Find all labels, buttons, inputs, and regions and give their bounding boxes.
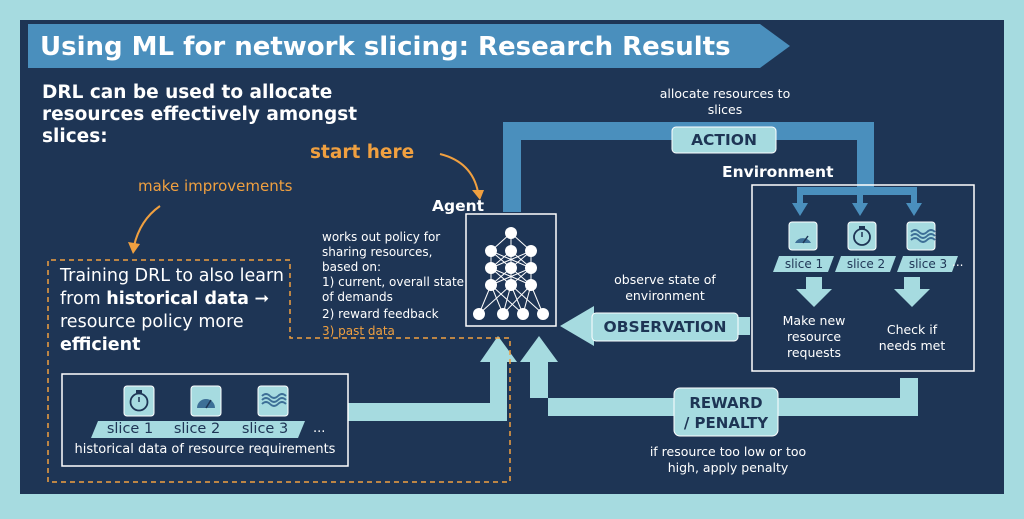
check-needs-arrow <box>894 277 930 307</box>
env-slice-3-label: slice 3 <box>908 257 948 271</box>
make-requests-arrow <box>796 277 832 307</box>
action-label: ACTION <box>691 131 757 149</box>
agent-label: Agent <box>432 197 485 215</box>
hist-slice-more: ... <box>313 421 326 436</box>
start-here-label: start here <box>310 142 415 163</box>
training-text-part-1: Training DRL to also learn from <box>60 266 284 309</box>
training-text-bold-1: historical data <box>106 289 249 309</box>
hist-slice-2-tag <box>158 421 237 438</box>
neural-network-icon <box>473 227 549 320</box>
action-caption: allocate resources to slices <box>659 86 791 117</box>
observation-pill <box>591 312 739 342</box>
hist-slice-2-label: slice 2 <box>173 421 221 437</box>
subtitle: DRL can be used to allocate resources ef… <box>42 82 358 147</box>
observation-caption: observe state of environment <box>614 272 716 303</box>
agent-policy-intro: works out policy for sharing resources, … <box>322 230 441 274</box>
env-slice-1-tag <box>773 256 834 272</box>
agent-policy-item-1: 1) current, overall state of demands <box>322 275 465 304</box>
reward-label-line-1: REWARD <box>689 394 763 412</box>
start-here-arrow <box>439 153 479 193</box>
reward-arrow <box>520 336 918 416</box>
training-text: Training DRL to also learn from historic… <box>60 265 300 357</box>
env-slice-2-label: slice 2 <box>846 257 886 271</box>
env-slice-3-icon <box>906 221 936 251</box>
environment-box <box>751 184 975 372</box>
observation-label: OBSERVATION <box>603 318 727 336</box>
env-slice-2-tag <box>835 256 896 272</box>
hist-slice-2-icon <box>190 385 222 417</box>
training-box <box>47 259 511 483</box>
training-arrow-icon: ➞ <box>248 289 270 309</box>
reward-label-line-2: / PENALTY <box>683 414 769 432</box>
hist-slice-3-label: slice 3 <box>241 421 289 437</box>
agent-policy-text: works out policy for sharing resources, … <box>322 230 472 339</box>
make-improvements-arrow <box>133 205 161 247</box>
hist-slice-3-icon <box>257 385 289 417</box>
agent-policy-item-3: 3) past data <box>322 324 395 338</box>
agent-policy-item-2: 2) reward feedback <box>322 307 439 321</box>
make-new-requests-text: Make new resource requests <box>782 313 846 360</box>
reward-pill <box>673 387 779 437</box>
hist-slice-1-label: slice 1 <box>106 421 154 437</box>
env-slice-1-label: slice 1 <box>784 257 824 271</box>
hist-slice-3-tag <box>226 421 305 438</box>
historical-data-box <box>61 373 349 467</box>
make-improvements-label: make improvements <box>138 177 293 195</box>
environment-label: Environment <box>722 163 834 181</box>
check-needs-met-text: Check if needs met <box>878 322 946 353</box>
historical-arrow <box>348 336 517 421</box>
hist-slice-1-tag <box>91 421 170 438</box>
env-slice-1-icon <box>788 221 818 251</box>
hist-slice-1-icon <box>123 385 155 417</box>
title-banner <box>28 24 790 68</box>
reward-label: REWARD / PENALTY <box>674 393 778 433</box>
page-title: Using ML for network slicing: Research R… <box>40 32 731 62</box>
env-slice-3-tag <box>897 256 958 272</box>
reward-caption: if resource too low or too high, apply p… <box>649 444 807 475</box>
historical-caption: historical data of resource requirements <box>74 442 336 457</box>
env-slice-more: ... <box>952 255 964 269</box>
training-text-part-2: resource policy more <box>60 312 244 332</box>
training-text-bold-2: efficient <box>60 335 141 355</box>
action-pill <box>671 126 777 154</box>
env-slice-2-icon <box>847 221 877 251</box>
